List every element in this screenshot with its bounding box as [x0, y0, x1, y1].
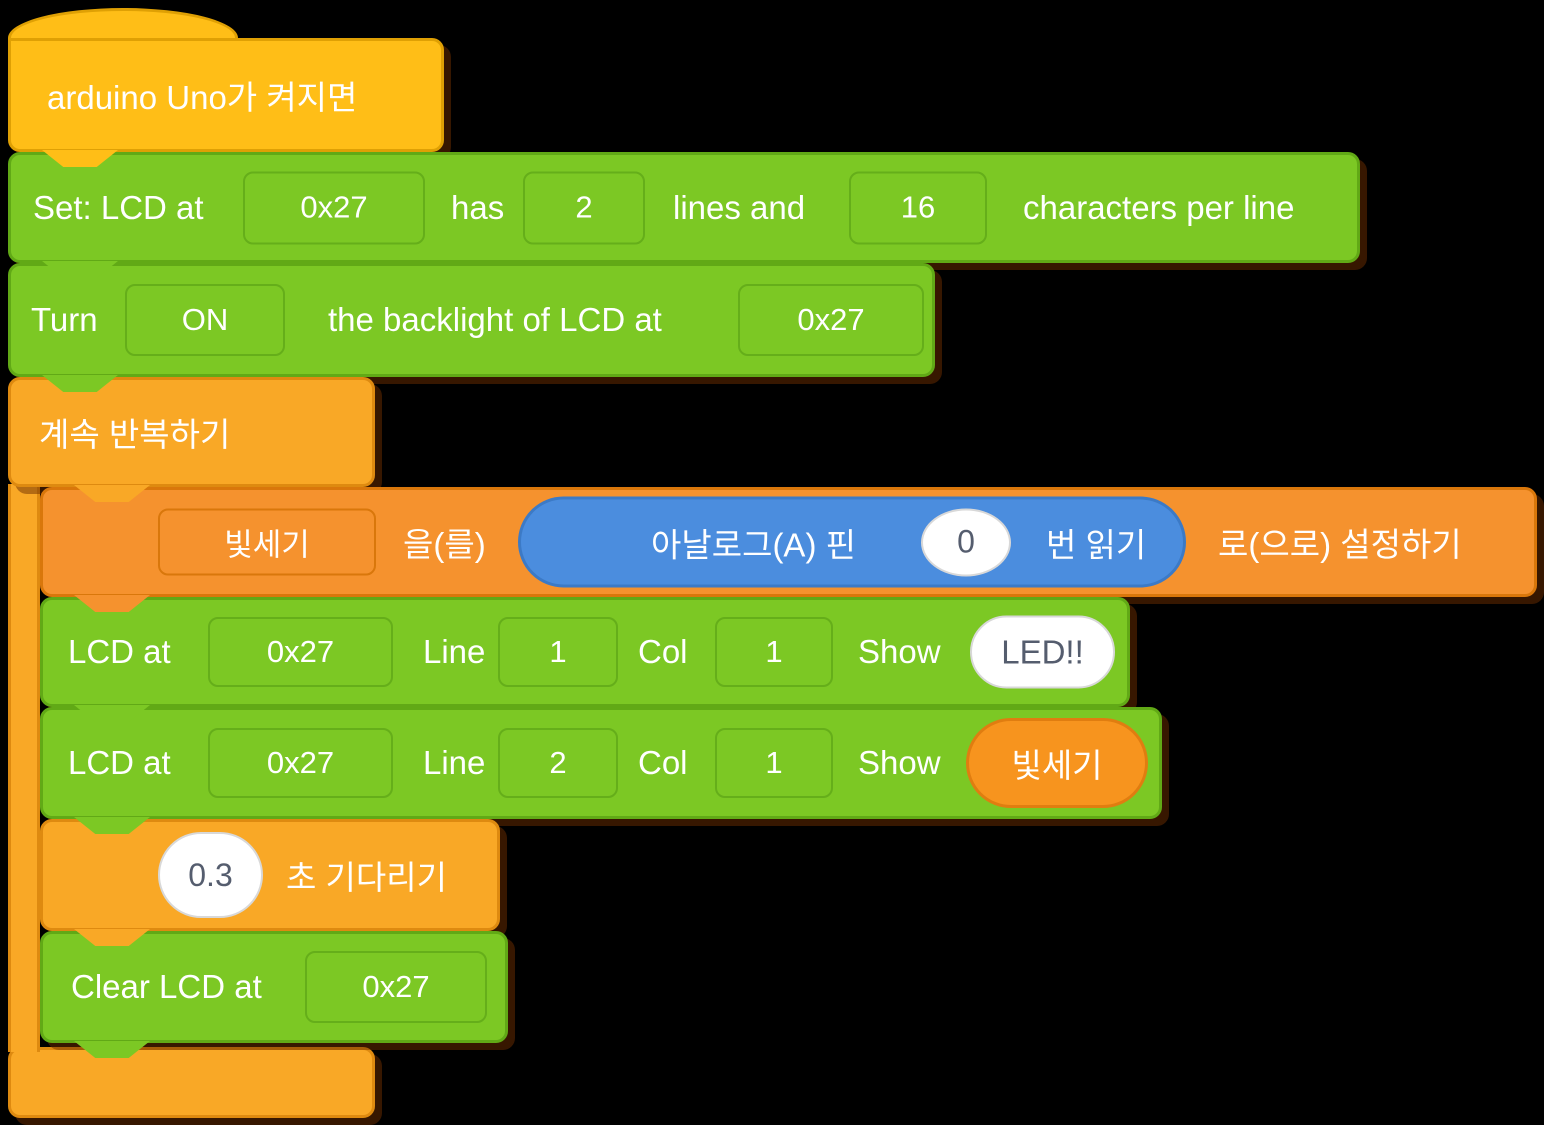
lcd1-line-input[interactable]: 1 [498, 617, 618, 687]
wait-suffix-label: 초 기다리기 [286, 859, 447, 896]
lines-and-label: lines and [673, 188, 806, 226]
turn-label: Turn [31, 301, 98, 338]
set-lcd-connector-tab [42, 261, 118, 278]
lcd2-address-value: 0x27 [266, 745, 335, 780]
lcd2-col-value: 1 [765, 745, 783, 780]
lcd1-show-label: Show [858, 633, 941, 670]
variable-name: 빛세기 [224, 527, 310, 563]
lcd2-prefix-label: LCD at [68, 744, 171, 781]
analog-prefix-label: 아날로그(A) 핀 [651, 526, 856, 563]
clear-lcd-block[interactable]: Clear LCD at 0x27 [40, 931, 508, 1043]
analog-pin-input[interactable]: 0 [921, 508, 1011, 576]
particle-label: 을(를) [403, 526, 486, 563]
lcd2-connector-tab [74, 817, 150, 834]
backlight-address-input[interactable]: 0x27 [738, 284, 924, 356]
wait-seconds-input[interactable]: 0.3 [158, 832, 263, 918]
wait-seconds-block[interactable]: 0.3 초 기다리기 [40, 819, 500, 931]
lcd2-line-input[interactable]: 2 [498, 728, 618, 798]
lcd1-address-value: 0x27 [266, 634, 335, 669]
wait-connector-tab [74, 929, 150, 946]
lcd-chars-value: 16 [900, 189, 936, 225]
analog-suffix-label: 번 읽기 [1046, 526, 1147, 563]
lcd1-show-value-input[interactable]: LED!! [970, 615, 1115, 689]
analog-pin-value: 0 [957, 523, 975, 560]
lcd1-line-value: 1 [549, 634, 567, 669]
set-variable-block[interactable]: 빛세기 을(를) 아날로그(A) 핀 0 번 읽기 로(으로) 설정하기 [40, 487, 1537, 597]
clear-lcd-prefix-label: Clear LCD at [71, 968, 262, 1005]
analog-read-reporter[interactable]: 아날로그(A) 핀 0 번 읽기 [518, 496, 1186, 588]
backlight-middle-label: the backlight of LCD at [328, 301, 662, 338]
backlight-block[interactable]: Turn ON the backlight of LCD at 0x27 [8, 263, 935, 377]
lcd1-col-value: 1 [765, 634, 783, 669]
lcd1-col-input[interactable]: 1 [715, 617, 833, 687]
hat-label: arduino Uno가 켜지면 [47, 79, 358, 116]
clear-lcd-connector-tab [74, 1041, 150, 1058]
lcd-address-value: 0x27 [300, 189, 368, 225]
clear-lcd-address-input[interactable]: 0x27 [305, 951, 487, 1023]
lcd-show-block-2[interactable]: LCD at 0x27 Line 2 Col 1 Show 빛세기 [40, 707, 1162, 819]
hat-block-arduino-start[interactable]: arduino Uno가 켜지면 [8, 38, 444, 152]
set-variable-connector-tab [74, 595, 150, 612]
set-lcd-prefix-label: Set: LCD at [33, 188, 204, 226]
set-lcd-block[interactable]: Set: LCD at 0x27 has 2 lines and 16 char… [8, 152, 1360, 263]
set-suffix-label: 로(으로) 설정하기 [1218, 526, 1462, 563]
forever-label: 계속 반복하기 [39, 416, 231, 453]
lcd2-col-label: Col [638, 744, 688, 781]
lcd2-show-variable: 빛세기 [1011, 747, 1103, 784]
lcd1-show-value: LED!! [1001, 633, 1084, 670]
lcd1-line-label: Line [423, 633, 486, 670]
variable-dropdown[interactable]: 빛세기 [158, 508, 376, 576]
lcd1-prefix-label: LCD at [68, 633, 171, 670]
lcd2-col-input[interactable]: 1 [715, 728, 833, 798]
lcd-chars-input[interactable]: 16 [849, 171, 987, 244]
lcd2-show-label: Show [858, 744, 941, 781]
lcd-lines-input[interactable]: 2 [523, 171, 645, 244]
lcd2-line-label: Line [423, 744, 486, 781]
lcd2-show-variable-reporter[interactable]: 빛세기 [966, 718, 1148, 808]
lcd1-address-input[interactable]: 0x27 [208, 617, 393, 687]
forever-loop-left-arm[interactable] [8, 484, 40, 1052]
clear-lcd-address-value: 0x27 [362, 969, 430, 1004]
forever-loop-bottom-arm[interactable] [8, 1047, 375, 1118]
has-label: has [451, 188, 505, 226]
backlight-state-dropdown[interactable]: ON [125, 284, 285, 356]
lcd2-line-value: 2 [549, 745, 567, 780]
hat-connector-tab [42, 150, 118, 167]
lcd1-connector-tab [74, 705, 150, 722]
lcd-show-block-1[interactable]: LCD at 0x27 Line 1 Col 1 Show LED!! [40, 597, 1130, 707]
backlight-connector-tab [42, 375, 118, 392]
lcd2-address-input[interactable]: 0x27 [208, 728, 393, 798]
wait-seconds-value: 0.3 [188, 856, 233, 893]
forever-loop-block[interactable]: 계속 반복하기 [8, 377, 375, 487]
lcd-lines-value: 2 [575, 189, 593, 225]
chars-per-line-label: characters per line [1023, 188, 1295, 226]
forever-mouth-connector-tab [74, 485, 150, 502]
lcd-address-input[interactable]: 0x27 [243, 171, 425, 244]
backlight-state-value: ON [181, 302, 229, 337]
lcd1-col-label: Col [638, 633, 688, 670]
backlight-address-value: 0x27 [797, 302, 865, 337]
